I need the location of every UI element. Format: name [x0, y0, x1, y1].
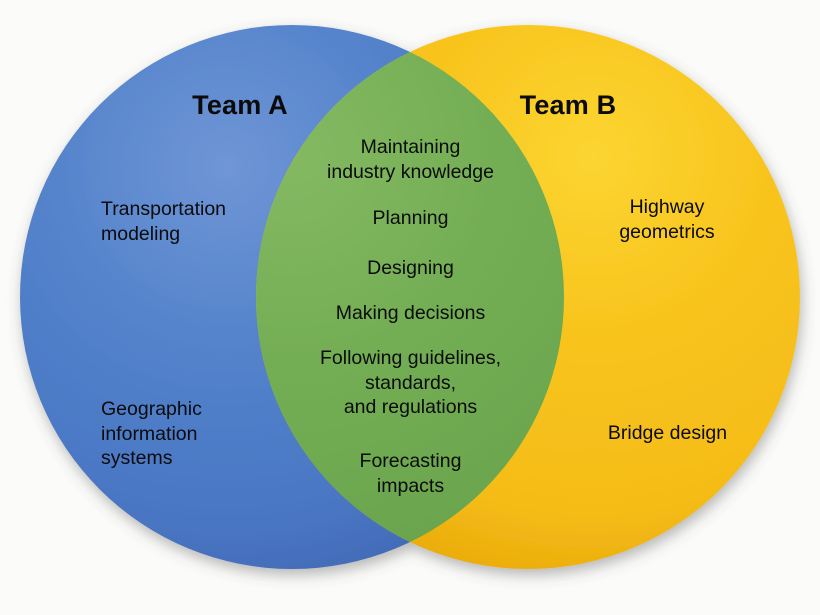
intersection-lens-group: [256, 25, 564, 569]
intersection-lens: [256, 25, 564, 569]
